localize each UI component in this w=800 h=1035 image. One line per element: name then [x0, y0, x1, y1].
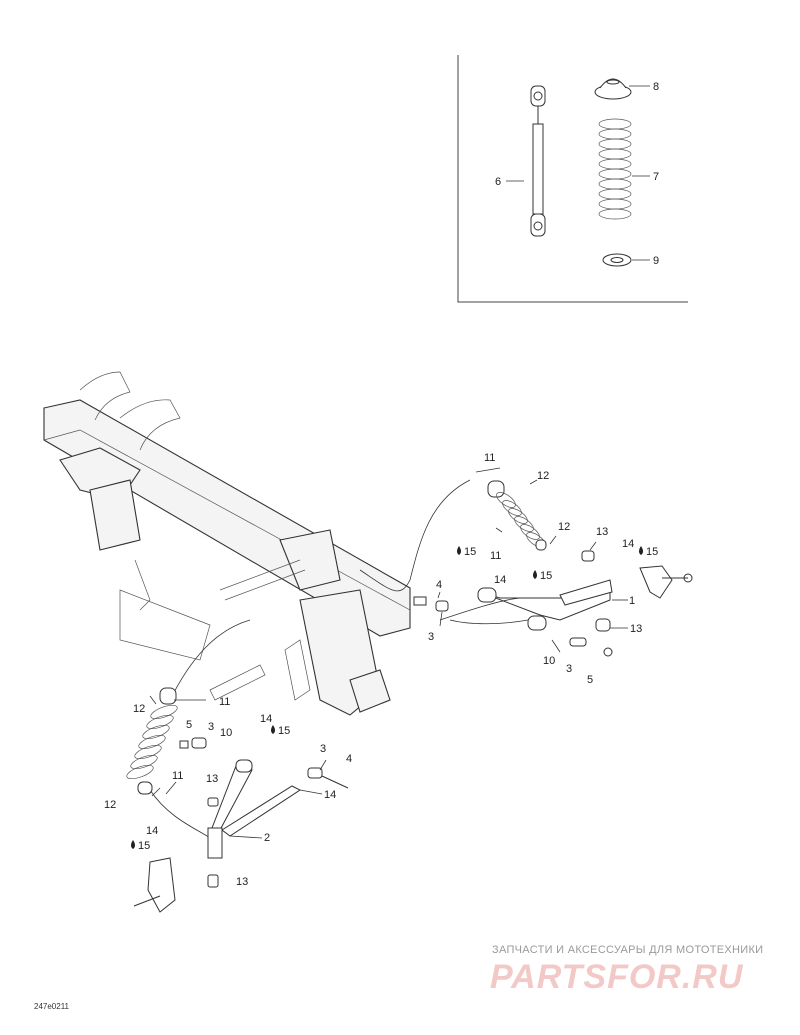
drop-icon: [533, 570, 537, 579]
callout-6: 6: [495, 176, 501, 188]
callout-9: 9: [653, 255, 659, 267]
callout-15: 15: [646, 546, 658, 558]
drop-icons: [131, 546, 643, 849]
callout-8: 8: [653, 81, 659, 93]
callout-12: 12: [104, 799, 116, 811]
callout-15: 15: [278, 725, 290, 737]
right-knuckle: [639, 565, 693, 599]
drop-icon: [457, 546, 461, 555]
callout-10: 10: [220, 727, 232, 739]
callout-14: 14: [622, 538, 634, 550]
left-shock-spring: [126, 687, 178, 795]
coil-spring-part: [598, 118, 632, 220]
callout-14: 14: [260, 713, 272, 725]
callout-10: 10: [543, 655, 555, 667]
shock-absorber-part: [530, 85, 546, 237]
callout-labels: 8 7 6 9 11 12 12 11 13 14 15 15 14 15 4 …: [104, 81, 659, 888]
right-suspension-assembly: [359, 479, 693, 657]
callout-11: 11: [484, 452, 495, 464]
callout-3: 3: [566, 663, 572, 675]
drawing-code: 247e0211: [34, 1002, 69, 1011]
callout-2: 2: [264, 832, 270, 844]
callout-4: 4: [436, 579, 442, 591]
spring-seat-part: [602, 253, 632, 267]
callout-14: 14: [146, 825, 158, 837]
callout-11: 11: [219, 696, 230, 708]
callout-1: 1: [629, 595, 635, 607]
inset-panel: [457, 55, 688, 303]
callout-5: 5: [587, 674, 593, 686]
callout-14: 14: [324, 789, 336, 801]
callout-13: 13: [236, 876, 248, 888]
callout-11: 11: [490, 550, 501, 562]
right-shock-spring: [487, 480, 547, 551]
callout-12: 12: [537, 470, 549, 482]
callout-13: 13: [596, 526, 608, 538]
watermark-tagline: ЗАПЧАСТИ И АКСЕССУАРЫ ДЛЯ МОТОТЕХНИКИ: [492, 944, 764, 956]
left-a-arm: [207, 759, 302, 859]
callout-3: 3: [208, 721, 214, 733]
callout-3: 3: [428, 631, 434, 643]
watermark-logo: PARTSFOR.RU: [490, 958, 744, 996]
right-a-arm: [477, 579, 613, 632]
drop-icon: [639, 546, 643, 555]
callout-15: 15: [540, 570, 552, 582]
spring-cap-part: [594, 78, 632, 100]
callout-4: 4: [346, 753, 352, 765]
callout-7: 7: [653, 171, 659, 183]
callout-14: 14: [494, 574, 506, 586]
callout-12: 12: [558, 521, 570, 533]
callout-13: 13: [630, 623, 642, 635]
vehicle-frame: [43, 371, 411, 716]
callout-13: 13: [206, 773, 218, 785]
left-suspension-assembly: [126, 619, 349, 913]
left-knuckle: [133, 857, 176, 913]
callout-15: 15: [138, 840, 150, 852]
callout-5: 5: [186, 719, 192, 731]
callout-15: 15: [464, 546, 476, 558]
leader-lines: [149, 467, 628, 839]
drop-icon: [271, 725, 275, 734]
callout-3: 3: [320, 743, 326, 755]
drop-icon: [131, 840, 135, 849]
callout-12: 12: [133, 703, 145, 715]
callout-11: 11: [172, 770, 183, 782]
